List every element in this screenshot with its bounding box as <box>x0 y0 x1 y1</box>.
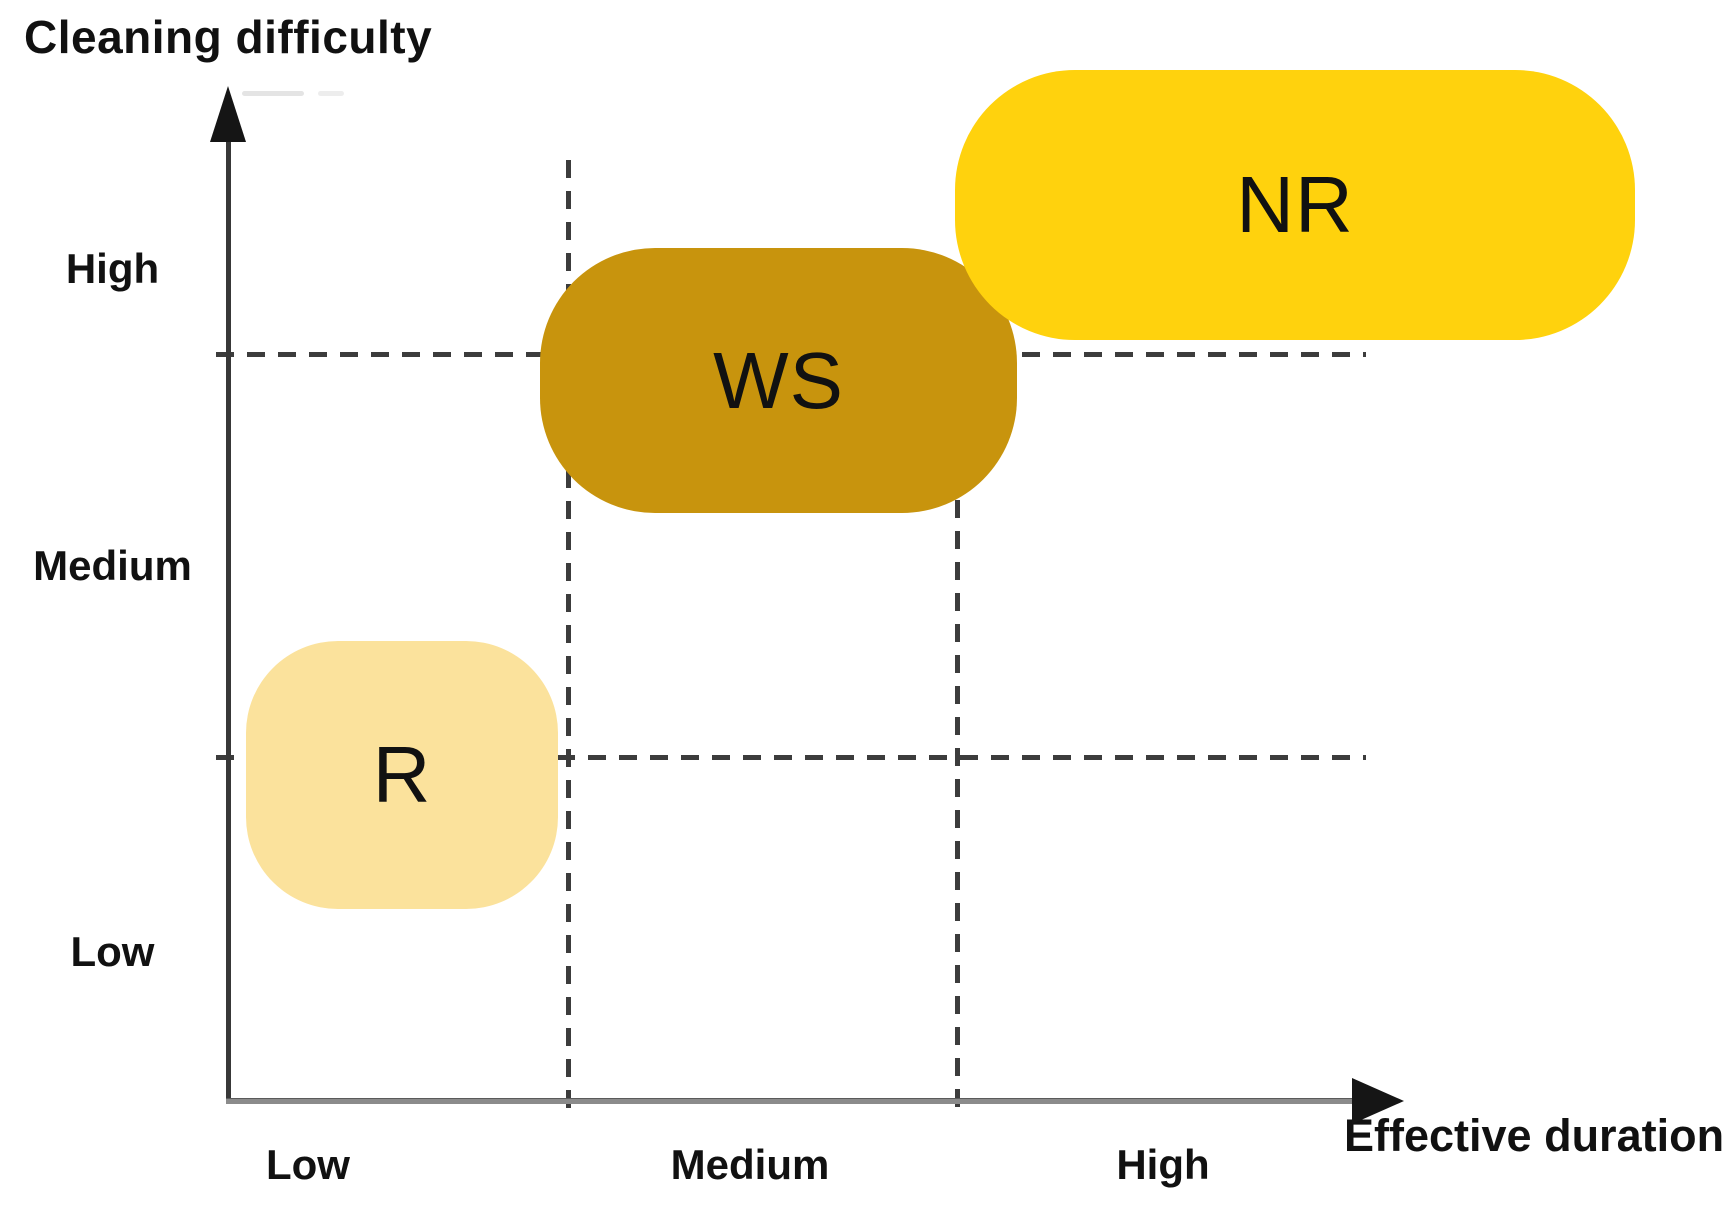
y-tick-high: High <box>65 245 160 292</box>
x-tick-high: High <box>1116 1141 1210 1188</box>
guide-line-low-medium-boundary <box>216 755 1366 760</box>
x-tick-low: Low <box>266 1141 350 1188</box>
faded-line-artifact <box>318 91 344 96</box>
region-nr-label: NR <box>1236 160 1354 249</box>
x-axis-arrow-icon <box>1352 1078 1404 1124</box>
region-nr: NR <box>955 70 1635 340</box>
y-axis-line <box>226 138 231 1104</box>
faded-line-artifact <box>242 91 304 96</box>
region-r: R <box>246 641 558 909</box>
y-tick-medium: Medium <box>33 542 192 589</box>
x-tick-medium: Medium <box>670 1141 830 1188</box>
x-axis-title: Effective duration <box>1344 1110 1725 1161</box>
guide-line-low-medium-duration <box>566 160 571 1112</box>
region-ws-label: WS <box>713 335 844 425</box>
region-r-label: R <box>372 730 432 819</box>
x-axis-line <box>226 1098 1358 1104</box>
region-ws: WS <box>540 248 1017 513</box>
guide-line-medium-high-duration <box>955 345 960 1112</box>
y-tick-low: Low <box>70 928 155 975</box>
y-axis-arrow-icon <box>210 86 246 142</box>
y-axis-title: Cleaning difficulty <box>24 11 433 63</box>
